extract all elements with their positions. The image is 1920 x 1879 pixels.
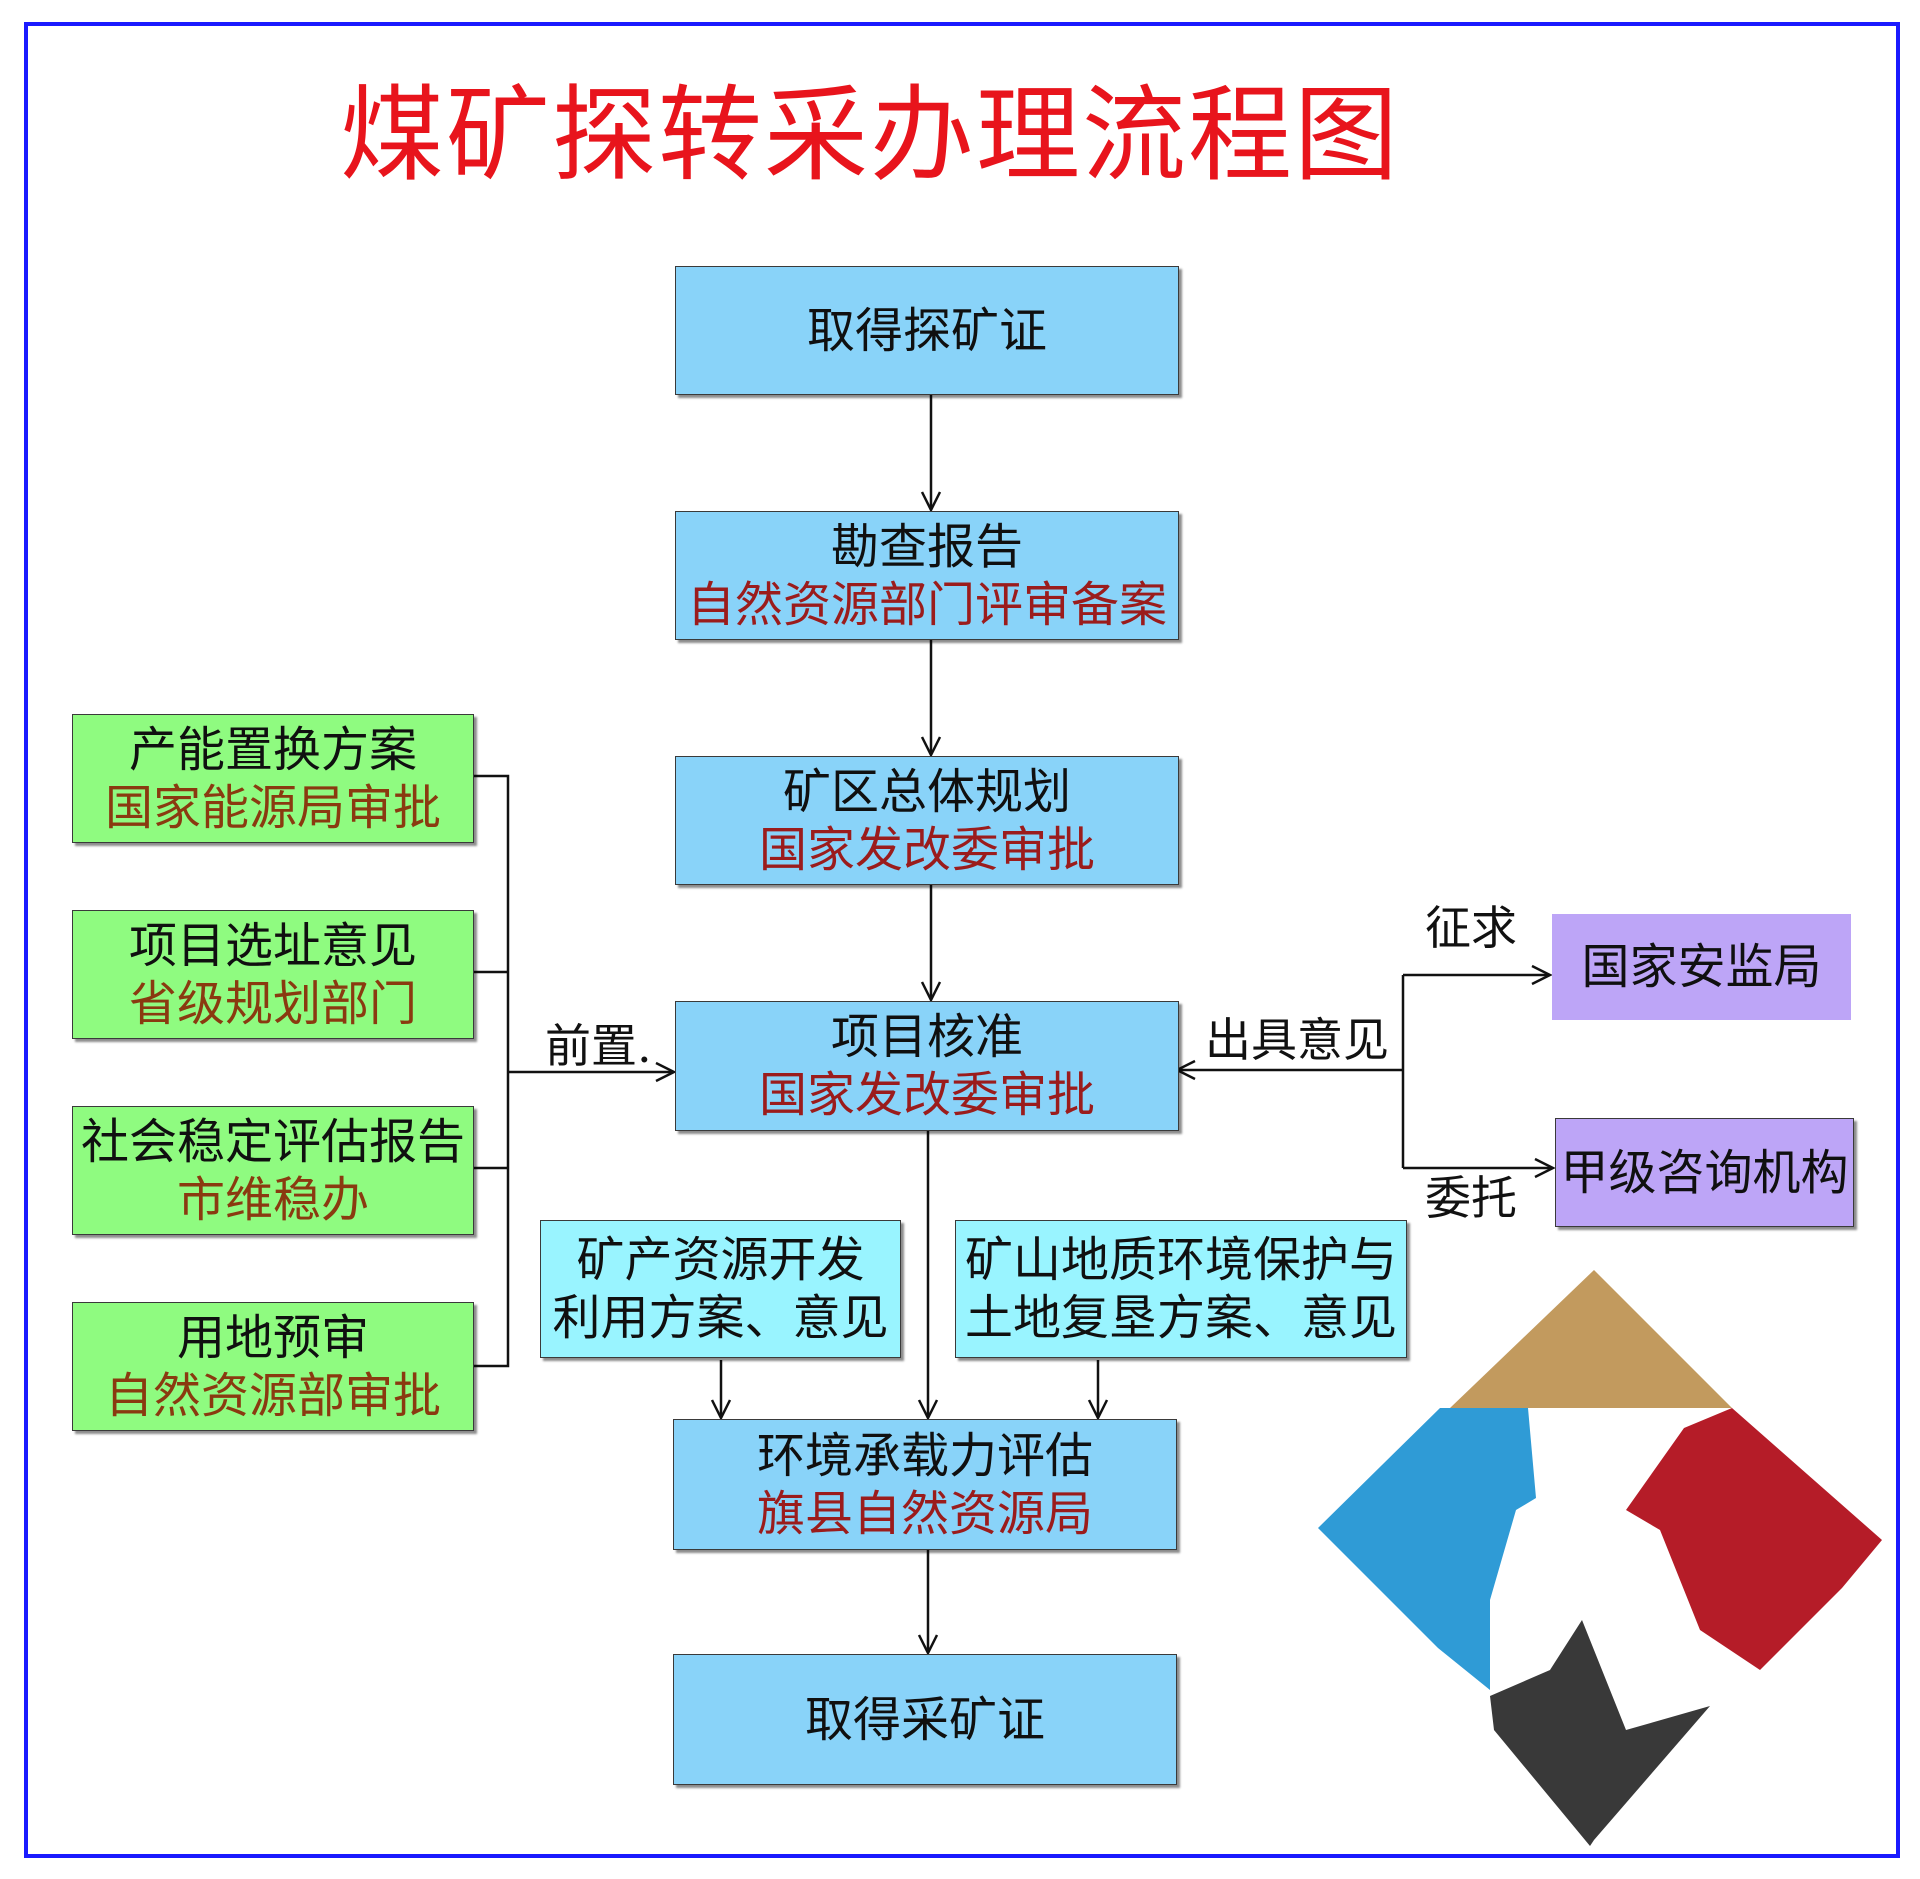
box-prereq-social-stability: 社会稳定评估报告 市维稳办 (72, 1106, 474, 1235)
logo-blue-segment (1318, 1408, 1536, 1690)
logo-dark-segment (1490, 1620, 1710, 1846)
box-env-capacity: 环境承载力评估 旗县自然资源局 (673, 1419, 1177, 1550)
geo-env-line1: 矿山地质环境保护与 (964, 1232, 1397, 1288)
prereq-approver: 省级规划部门 (128, 975, 417, 1032)
box-survey-report: 勘查报告 自然资源部门评审备案 (675, 511, 1179, 640)
survey-report-approver: 自然资源部门评审备案 (686, 576, 1167, 633)
page-title: 煤矿探转采办理流程图 (340, 74, 1401, 196)
explore-license-label: 取得探矿证 (806, 302, 1047, 359)
prereq-arrow-label: 前置. (545, 1019, 652, 1073)
mining-area-plan-label: 矿区总体规划 (782, 763, 1071, 820)
survey-report-label: 勘查报告 (830, 518, 1023, 575)
entrust-label: 委托 (1425, 1171, 1517, 1225)
consult-agency-label: 甲级咨询机构 (1560, 1144, 1849, 1201)
prereq-approver: 市维稳办 (176, 1171, 369, 1228)
box-geo-env-protection-plan: 矿山地质环境保护与 土地复垦方案、意见 (955, 1220, 1407, 1358)
box-prereq-site-selection: 项目选址意见 省级规划部门 (72, 910, 474, 1039)
prereq-label: 产能置换方案 (128, 721, 417, 778)
env-capacity-label: 环境承载力评估 (756, 1427, 1093, 1484)
env-capacity-approver: 旗县自然资源局 (756, 1485, 1093, 1542)
mineral-dev-line2: 利用方案、意见 (552, 1290, 889, 1346)
logo-gold-segment (1450, 1270, 1732, 1408)
box-project-approval: 项目核准 国家发改委审批 (675, 1001, 1179, 1131)
safety-bureau-label: 国家安监局 (1581, 939, 1822, 995)
geo-env-line2: 土地复垦方案、意见 (964, 1290, 1397, 1346)
mineral-dev-line1: 矿产资源开发 (576, 1232, 865, 1288)
box-prereq-capacity-replacement: 产能置换方案 国家能源局审批 (72, 714, 474, 843)
project-approval-label: 项目核准 (830, 1009, 1023, 1065)
opinion-label: 出具意见 (1205, 1013, 1389, 1067)
prereq-label: 项目选址意见 (128, 917, 417, 974)
consult-label: 征求 (1425, 901, 1517, 955)
project-approval-approver: 国家发改委审批 (758, 1067, 1095, 1123)
box-prereq-land-preview: 用地预审 自然资源部审批 (72, 1302, 474, 1431)
box-safety-bureau: 国家安监局 (1552, 914, 1851, 1020)
prereq-label: 用地预审 (176, 1309, 369, 1366)
bracket-prereq (474, 774, 510, 1368)
box-consult-agency: 甲级咨询机构 (1555, 1118, 1854, 1227)
box-mineral-development-plan: 矿产资源开发 利用方案、意见 (540, 1220, 901, 1358)
page-frame (24, 22, 1900, 1858)
prereq-approver: 国家能源局审批 (104, 779, 441, 836)
box-explore-license: 取得探矿证 (675, 266, 1179, 395)
k-logo-icon (1318, 1270, 1882, 1846)
mining-license-label: 取得采矿证 (804, 1691, 1045, 1748)
prereq-approver: 自然资源部审批 (104, 1367, 441, 1424)
prereq-label: 社会稳定评估报告 (80, 1113, 465, 1170)
box-mining-license: 取得采矿证 (673, 1654, 1177, 1785)
box-mining-area-plan: 矿区总体规划 国家发改委审批 (675, 756, 1179, 885)
mining-area-plan-approver: 国家发改委审批 (758, 821, 1095, 878)
logo-red-segment (1626, 1408, 1882, 1670)
